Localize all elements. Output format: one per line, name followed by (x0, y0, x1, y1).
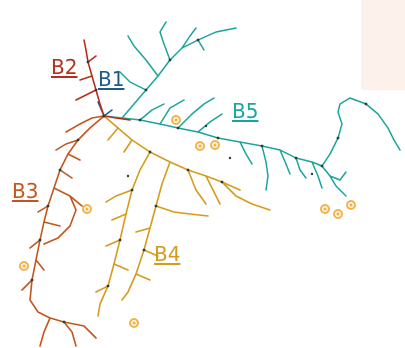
branch-b4-lines (95, 115, 271, 317)
label-b1: B1 (98, 67, 125, 91)
label-b2: B2 (51, 55, 78, 79)
sun-marker (195, 141, 205, 151)
sun-marker (82, 204, 92, 214)
label-b3: B3 (12, 179, 39, 203)
sun-marker (129, 318, 139, 328)
branch-b2-lines (75, 39, 131, 121)
marker-suns (19, 115, 356, 328)
sun-marker (19, 261, 29, 271)
label-b4: B4 (154, 242, 181, 266)
sun-marker (171, 115, 181, 125)
node-dots (30, 38, 368, 324)
sun-marker (333, 209, 343, 219)
label-b5: B5 (232, 99, 259, 123)
sun-marker (320, 204, 330, 214)
corner-background-wash (361, 0, 405, 90)
sun-marker (346, 200, 356, 210)
sun-marker (210, 140, 220, 150)
branch-b3-lines (21, 115, 105, 347)
